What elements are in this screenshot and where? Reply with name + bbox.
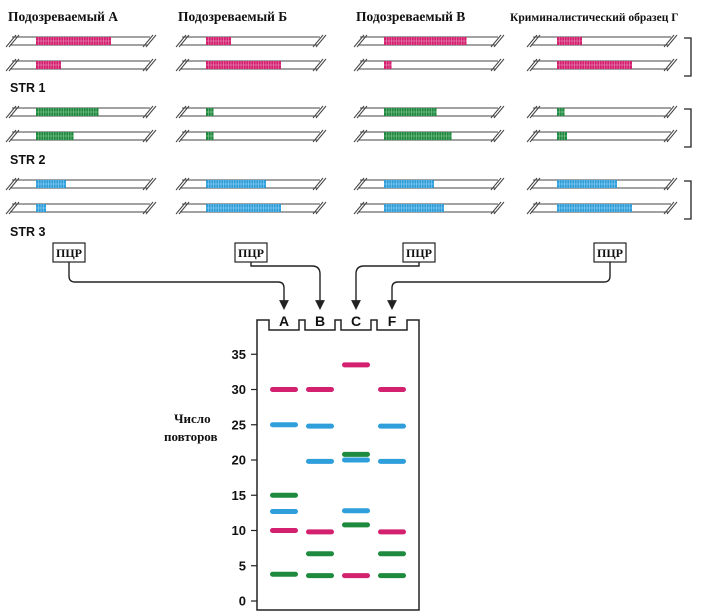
chromosome-g-str2-1 (526, 105, 678, 119)
chromosome-g-str1-1 (526, 34, 678, 48)
chromosome-v-str2-2 (353, 129, 505, 143)
pcr-box-g: ПЦР (593, 242, 627, 263)
gel-band-lane-f-str2 (378, 551, 406, 557)
suspect-b-title: Подозреваемый Б (178, 9, 287, 24)
gel-band-lane-f-str2 (378, 573, 406, 579)
chromosome-g-str3-2 (526, 201, 678, 215)
gel-band-lane-b-str1 (306, 387, 334, 392)
suspect-v-title: Подозреваемый В (356, 9, 465, 24)
tick-label: 15 (232, 488, 246, 503)
gel-band-lane-c-str3 (342, 457, 370, 463)
chromosome-pairs (5, 34, 678, 215)
gel-band-lane-c-str1 (342, 573, 370, 579)
chromosome-a-str1-2 (5, 58, 157, 72)
chromosome-a-str3-1 (5, 177, 157, 191)
gel-band-lane-a-str3 (270, 422, 298, 428)
chromosome-v-str3-1 (353, 177, 505, 191)
tick-label: 5 (239, 558, 246, 573)
axis-title-line2: повторов (164, 429, 218, 444)
chromosome-v-str1-1 (353, 34, 505, 48)
connector-g (387, 262, 611, 310)
gel-band-lane-f-str3 (378, 458, 406, 464)
chromosome-a-str2-2 (5, 129, 157, 143)
gel-band-lane-a-str3 (270, 508, 298, 514)
connector-a (68, 262, 289, 310)
gel-band-lane-b-str2 (306, 573, 334, 579)
connector-b (250, 262, 325, 310)
connector-v (351, 262, 420, 310)
gel-band-lane-c-str1 (342, 362, 370, 368)
gel-band-lane-f-str1 (378, 387, 406, 392)
gel-outline (256, 319, 420, 611)
chromosome-g-str1-2 (526, 58, 678, 72)
pcr-label: ПЦР (238, 246, 264, 260)
pcr-label: ПЦР (56, 246, 82, 260)
lane-c-label: C (351, 313, 361, 329)
gel-band-lane-f-str3 (378, 423, 406, 429)
bracket-str3 (684, 180, 692, 220)
chromosome-b-str3-1 (175, 177, 327, 191)
gel-band-lane-c-str2 (342, 451, 370, 457)
tick-label: 25 (232, 417, 246, 432)
pcr-box-b: ПЦР (234, 242, 268, 263)
gel-band-lane-a-str2 (270, 571, 298, 577)
chromosome-b-str1-1 (175, 34, 327, 48)
bracket-str2 (684, 108, 692, 148)
chromosome-g-str3-1 (526, 177, 678, 191)
chromosome-g-str2-2 (526, 129, 678, 143)
suspect-a-title: Подозреваемый А (8, 9, 118, 24)
gel-band-lane-b-str3 (306, 458, 334, 464)
lane-a-label: A (279, 313, 289, 329)
chromosome-a-str3-2 (5, 201, 157, 215)
bracket-str1 (684, 37, 692, 77)
chromosome-b-str2-2 (175, 129, 327, 143)
chromosome-v-str3-2 (353, 201, 505, 215)
gel-bands (270, 362, 406, 579)
gel-axis-ticks: 0 5 10 15 20 25 30 35 (232, 347, 257, 609)
gel-band-lane-a-str2 (270, 492, 298, 498)
gel-band-lane-a-str1 (270, 528, 298, 533)
gel-band-lane-c-str2 (342, 522, 370, 528)
axis-title-line1: Число (174, 411, 211, 426)
pcr-connectors (68, 262, 611, 310)
str1-label: STR 1 (10, 81, 45, 95)
tick-label: 10 (232, 523, 246, 538)
chromosome-a-str1-1 (5, 34, 157, 48)
chromosome-b-str3-2 (175, 201, 327, 215)
allele-brackets (684, 37, 692, 220)
pcr-box-v: ПЦР (402, 242, 436, 263)
lane-b-label: B (315, 313, 325, 329)
pcr-label: ПЦР (406, 246, 432, 260)
gel-band-lane-b-str2 (306, 551, 334, 557)
gel-band-lane-a-str1 (270, 387, 298, 392)
chromosome-b-str1-2 (175, 58, 327, 72)
gel-band-lane-b-str1 (306, 529, 334, 535)
pcr-box-a: ПЦР (52, 242, 86, 263)
chromosome-v-str2-1 (353, 105, 505, 119)
tick-label: 0 (239, 594, 246, 609)
gel-band-lane-b-str3 (306, 423, 334, 429)
gel-band-lane-c-str3 (342, 508, 370, 514)
lane-f-label: F (388, 313, 397, 329)
str3-label: STR 3 (10, 225, 45, 239)
tick-label: 20 (232, 453, 246, 468)
tick-label: 30 (232, 382, 246, 397)
chromosome-a-str2-1 (5, 105, 157, 119)
chromosome-v-str1-2 (353, 58, 505, 72)
str2-label: STR 2 (10, 153, 45, 167)
forensic-sample-title: Криминалистический образец Г (510, 12, 679, 24)
gel-band-lane-f-str1 (378, 529, 406, 535)
tick-label: 35 (232, 347, 246, 362)
chromosome-b-str2-1 (175, 105, 327, 119)
pcr-label: ПЦР (597, 246, 623, 260)
